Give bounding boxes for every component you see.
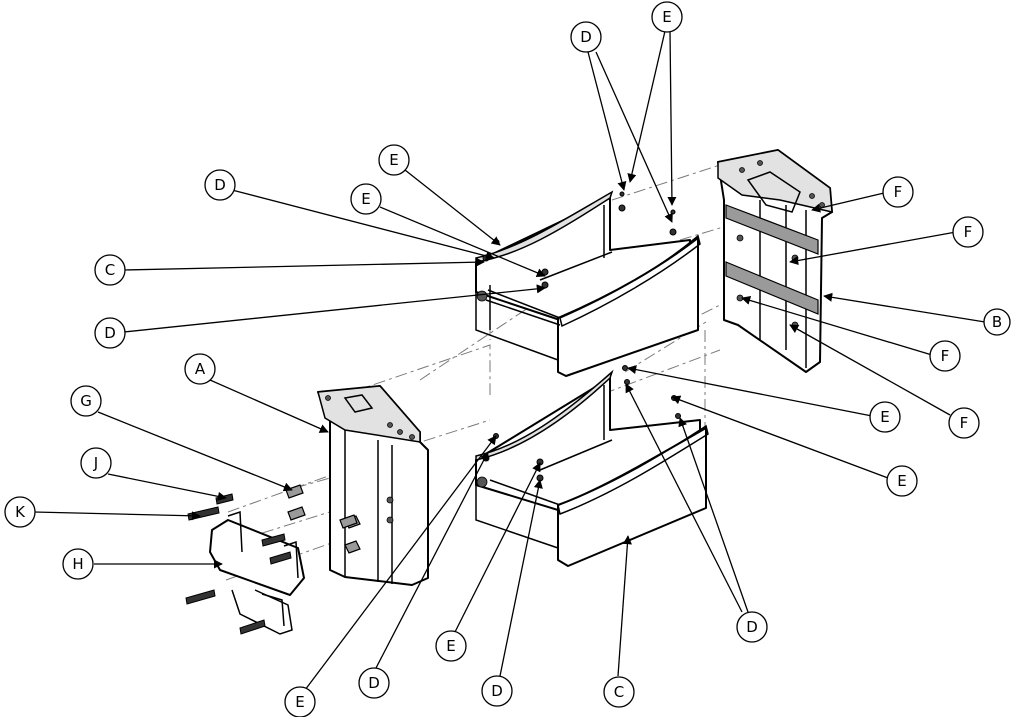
callout-label: D bbox=[368, 674, 380, 692]
callout-k: K bbox=[4, 496, 36, 528]
callout-e: E bbox=[869, 401, 901, 433]
callout-label: F bbox=[894, 183, 903, 201]
callout-label: F bbox=[960, 414, 969, 432]
upper-drawer bbox=[475, 190, 701, 377]
callout-f: F bbox=[948, 407, 980, 439]
callout-label: E bbox=[446, 637, 455, 655]
callout-label: E bbox=[389, 151, 398, 169]
callout-d: D bbox=[94, 317, 126, 349]
callout-e: E bbox=[886, 465, 918, 497]
callout-c-bottom: C bbox=[603, 676, 635, 708]
callout-label: D bbox=[746, 618, 758, 636]
callout-c-top: C bbox=[94, 254, 126, 286]
callout-e: E bbox=[284, 686, 316, 717]
callout-d: D bbox=[736, 611, 768, 643]
callout-label: F bbox=[941, 347, 950, 365]
callout-label: E bbox=[662, 8, 671, 26]
callout-label: D bbox=[491, 682, 503, 700]
callout-f: F bbox=[929, 340, 961, 372]
front-column-a bbox=[317, 385, 429, 586]
callout-label: H bbox=[72, 555, 83, 573]
callout-label: C bbox=[105, 261, 115, 279]
callout-f: F bbox=[952, 216, 984, 248]
callout-label: F bbox=[964, 223, 973, 241]
callout-h: H bbox=[62, 548, 94, 580]
lower-drawer bbox=[475, 365, 709, 567]
callout-j: J bbox=[80, 447, 112, 479]
callout-d: D bbox=[481, 675, 513, 707]
callout-b: B bbox=[983, 308, 1011, 336]
callout-label: D bbox=[580, 28, 592, 46]
callout-label: J bbox=[93, 454, 98, 472]
callout-e: E bbox=[435, 630, 467, 662]
callout-d-top: D bbox=[570, 21, 602, 53]
callout-e: E bbox=[350, 183, 382, 215]
callout-label: E bbox=[361, 190, 370, 208]
callout-e-top: E bbox=[651, 1, 683, 33]
callout-label: C bbox=[614, 683, 624, 701]
handle-bracket-h bbox=[209, 510, 305, 635]
callout-label: A bbox=[195, 360, 206, 378]
callout-label: G bbox=[80, 392, 92, 410]
callout-label: K bbox=[15, 503, 26, 521]
callout-label: E bbox=[295, 693, 304, 711]
assembly-centerlines bbox=[225, 164, 731, 581]
callout-balloons: D E E D E C D F F B F F E E D C D E D E … bbox=[4, 1, 1011, 717]
callout-a: A bbox=[184, 353, 216, 385]
callout-g: G bbox=[70, 385, 102, 417]
leader-lines bbox=[33, 30, 986, 691]
callout-label: E bbox=[880, 408, 889, 426]
callout-label: D bbox=[214, 176, 226, 194]
callout-e: E bbox=[378, 144, 410, 176]
callout-label: D bbox=[104, 324, 116, 342]
callout-label: E bbox=[897, 472, 906, 490]
callout-label: B bbox=[992, 313, 1002, 331]
callout-f: F bbox=[882, 176, 914, 208]
callout-d: D bbox=[204, 169, 236, 201]
callout-d: D bbox=[358, 667, 390, 699]
